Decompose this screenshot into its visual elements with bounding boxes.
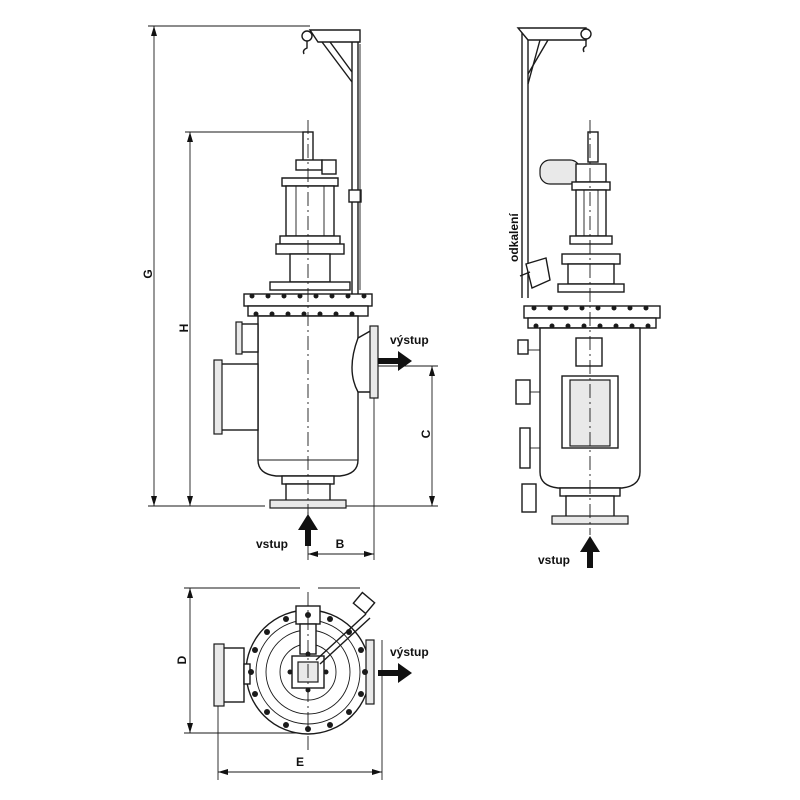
lifting-crane-side [516,27,592,298]
outlet-arrow-top [378,663,412,683]
inlet-arrow-front [298,514,318,546]
side-view: odkalení vstup [507,27,661,568]
dimension-d: D [175,587,300,734]
outlet-arrow-front [378,351,412,371]
vessel [213,293,379,509]
dimension-e: E [217,640,383,780]
top-flange-bolts [248,612,368,732]
inlet-label-front: vstup [256,537,288,551]
dimension-d-label: D [175,655,189,664]
actuator-assembly [269,131,351,291]
dimension-g: G [141,25,310,507]
front-view: G H C B [141,25,438,560]
outlet-label-top: výstup [390,645,429,659]
dimension-h-label: H [177,324,191,333]
front-flange-bolts [249,293,367,317]
top-view: D E [175,587,429,780]
vessel-side [515,257,661,525]
dimension-b-label: B [336,537,345,551]
lifting-crane [301,29,362,295]
inlet-label-side: vstup [538,553,570,567]
dimension-h: H [177,131,308,506]
drain-label: odkalení [507,213,521,262]
side-flange-bolts [531,305,651,329]
outlet-label-front: výstup [390,333,429,347]
actuator-side [539,131,625,293]
dimension-c: C [345,365,438,507]
dimension-c-label: C [419,429,433,438]
inlet-arrow-side [580,536,600,568]
dimension-g-label: G [141,269,155,278]
dimension-e-label: E [296,755,304,769]
